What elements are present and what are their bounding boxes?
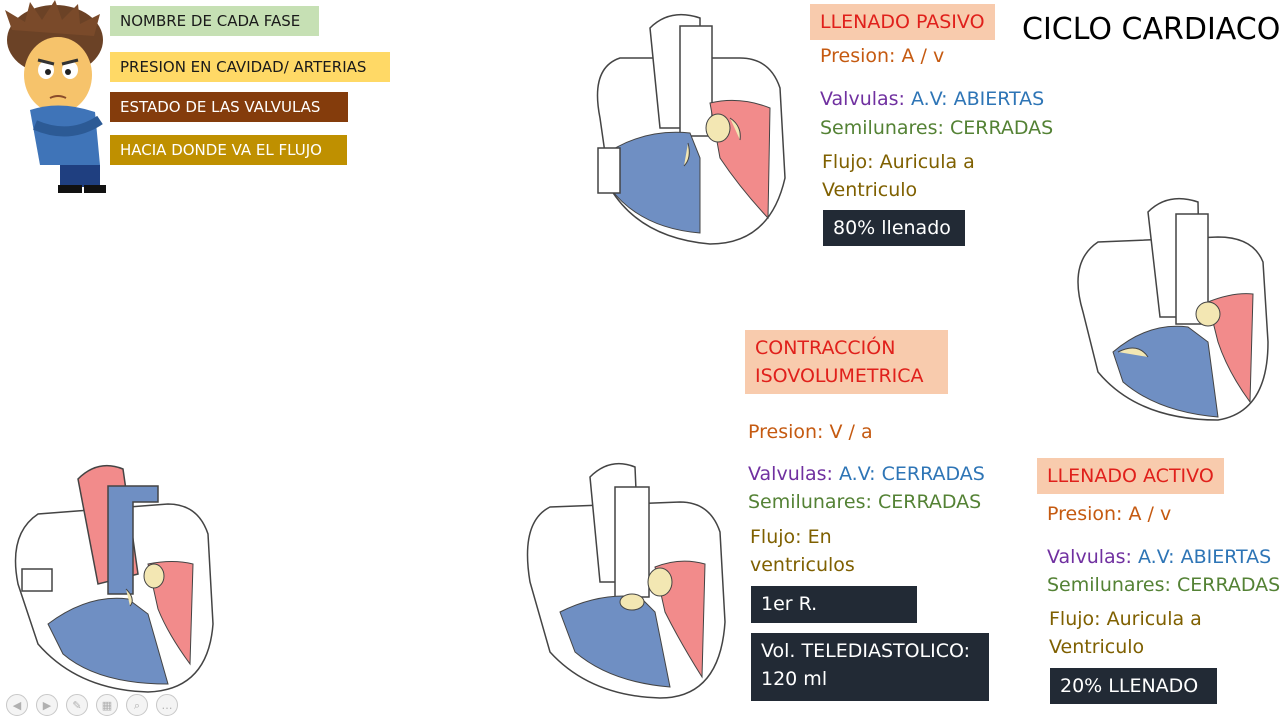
valves-label: Valvulas: xyxy=(1047,546,1138,568)
slides-icon[interactable]: ▦ xyxy=(96,694,118,716)
valves-av-status: A.V: ABIERTAS xyxy=(911,88,1045,110)
phase-title-llenado-pasivo: LLENADO PASIVO xyxy=(810,4,995,40)
pressure-llenado-activo: Presion: A / v xyxy=(1047,503,1172,525)
slideshow-toolbar: ◀ ▶ ✎ ▦ ⌕ … xyxy=(6,694,178,716)
end-diastolic-volume-value: 120 ml xyxy=(761,668,828,690)
semilunar-llenado-activo: Semilunares: CERRADAS xyxy=(1047,574,1280,596)
flow-contraccion-2: ventriculos xyxy=(750,554,855,576)
flow-llenado-pasivo-1: Flujo: Auricula a xyxy=(822,151,975,173)
valves-av-status: A.V: CERRADAS xyxy=(839,463,985,485)
fill-percent-llenado-activo: 20% LLENADO xyxy=(1050,668,1217,704)
semilunar-llenado-pasivo: Semilunares: CERRADAS xyxy=(820,117,1054,139)
first-sound-box: 1er R. xyxy=(751,586,917,623)
fill-percent-llenado-pasivo: 80% llenado xyxy=(823,210,965,246)
phase-title-llenado-activo: LLENADO ACTIVO xyxy=(1037,458,1224,494)
phase-title-contraccion-line2: ISOVOLUMETRICA xyxy=(755,365,924,387)
valves-label: Valvulas: xyxy=(748,463,839,485)
pressure-llenado-pasivo: Presion: A / v xyxy=(820,45,945,67)
heart-diagram-llenado-pasivo xyxy=(596,13,786,245)
legend-valves: ESTADO DE LAS VALVULAS xyxy=(110,92,348,122)
phase-title-contraccion-line1: CONTRACCIÓN xyxy=(755,337,896,359)
flow-llenado-activo-2: Ventriculo xyxy=(1049,636,1145,658)
flow-llenado-pasivo-2: Ventriculo xyxy=(822,179,918,201)
page-title: CICLO CARDIACO xyxy=(1022,12,1280,47)
valves-llenado-pasivo: Valvulas: A.V: ABIERTAS xyxy=(820,85,1044,113)
valves-label: Valvulas: xyxy=(820,88,911,110)
flow-llenado-activo-1: Flujo: Auricula a xyxy=(1049,608,1202,630)
end-diastolic-volume-box: Vol. TELEDIASTOLICO: 120 ml xyxy=(751,633,989,701)
end-diastolic-volume-label: Vol. TELEDIASTOLICO: xyxy=(761,640,971,662)
heart-diagram-eyeccion xyxy=(14,464,214,693)
next-icon[interactable]: ▶ xyxy=(36,694,58,716)
pressure-contraccion: Presion: V / a xyxy=(748,421,873,443)
more-icon[interactable]: … xyxy=(156,694,178,716)
legend-phase-name: NOMBRE DE CADA FASE xyxy=(110,6,319,36)
character-illustration xyxy=(5,0,106,193)
valves-llenado-activo: Valvulas: A.V: ABIERTAS xyxy=(1047,543,1271,571)
valves-contraccion: Valvulas: A.V: CERRADAS xyxy=(748,460,985,488)
phase-title-contraccion: CONTRACCIÓN ISOVOLUMETRICA xyxy=(745,330,948,394)
heart-diagram-llenado-activo xyxy=(1077,197,1269,421)
flow-contraccion-1: Flujo: En xyxy=(750,526,832,548)
valves-av-status: A.V: ABIERTAS xyxy=(1138,546,1272,568)
pen-icon[interactable]: ✎ xyxy=(66,694,88,716)
heart-diagram-contraccion xyxy=(526,462,726,699)
semilunar-contraccion: Semilunares: CERRADAS xyxy=(748,491,982,513)
legend-pressure: PRESION EN CAVIDAD/ ARTERIAS xyxy=(110,52,390,82)
zoom-icon[interactable]: ⌕ xyxy=(126,694,148,716)
prev-icon[interactable]: ◀ xyxy=(6,694,28,716)
legend-flow: HACIA DONDE VA EL FLUJO xyxy=(110,135,347,165)
